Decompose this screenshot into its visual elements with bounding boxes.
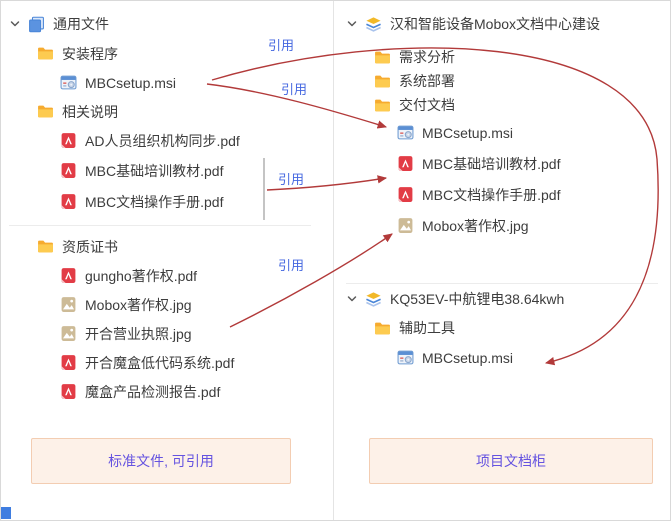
tree-item-label: Mobox著作权.jpg <box>85 296 192 313</box>
tree-root-project[interactable]: 汉和智能设备Mobox文档中心建设 <box>346 9 666 39</box>
chevron-down-icon[interactable] <box>346 293 358 305</box>
tree-item-file[interactable]: Mobox著作权.jpg <box>346 210 666 241</box>
project-docs-panel: 汉和智能设备Mobox文档中心建设 需求分析 系统部署 交付文档 MBCsetu… <box>346 9 666 373</box>
tree-item-label: 开合魔盒低代码系统.pdf <box>85 354 235 371</box>
section-divider <box>9 225 311 226</box>
tree-item-file[interactable]: AD人员组织机构同步.pdf <box>9 126 331 155</box>
pdf-icon <box>397 155 414 172</box>
chevron-down-icon[interactable] <box>9 18 21 30</box>
tree-item-file[interactable]: MBCsetup.msi <box>346 342 666 373</box>
tree-item-label: 安装程序 <box>62 45 118 62</box>
pdf-icon <box>60 162 77 179</box>
tree-item-folder[interactable]: 需求分析 <box>346 45 666 69</box>
reference-annotation: 引用 <box>281 82 308 97</box>
pdf-icon <box>60 267 77 284</box>
tree-item-label: MBC文档操作手册.pdf <box>422 186 561 203</box>
panel-divider <box>333 1 334 520</box>
copy-icon <box>28 16 45 33</box>
tree-item-label: 辅助工具 <box>399 320 455 336</box>
tree-item-file[interactable]: 开合魔盒低代码系统.pdf <box>9 348 331 377</box>
tree-item-file[interactable]: 魔盒产品检测报告.pdf <box>9 377 331 406</box>
tree-item-file[interactable]: MBCsetup.msi <box>346 117 666 148</box>
tree-root-common-files[interactable]: 通用文件 <box>9 9 331 39</box>
msi-icon <box>397 124 414 141</box>
folder-icon <box>37 45 54 62</box>
pdf-icon <box>60 383 77 400</box>
reference-annotation: 引用 <box>268 38 295 53</box>
tree-item-label: 资质证书 <box>62 238 118 255</box>
standard-files-panel: 通用文件 安装程序 MBCsetup.msi 相关说明 AD人员组织机构同步.p… <box>9 9 331 406</box>
layers-icon <box>365 16 382 33</box>
tree-item-label: 系统部署 <box>399 73 455 89</box>
folder-icon <box>374 320 391 337</box>
tree-item-folder[interactable]: 交付文档 <box>346 93 666 117</box>
pdf-icon <box>60 354 77 371</box>
tree-item-file[interactable]: MBCsetup.msi <box>9 68 331 97</box>
tree-item-file[interactable]: MBC基础培训教材.pdf <box>346 148 666 179</box>
tree-item-label: 魔盒产品检测报告.pdf <box>85 383 221 400</box>
pdf-icon <box>397 186 414 203</box>
tree-item-label: MBCsetup.msi <box>85 74 177 91</box>
tree-item-file[interactable]: MBC文档操作手册.pdf <box>9 186 331 217</box>
tree-item-label: 开合营业执照.jpg <box>85 325 192 342</box>
pdf-icon <box>60 193 77 210</box>
tree-item-folder[interactable]: 资质证书 <box>9 232 331 261</box>
folder-icon <box>37 238 54 255</box>
tree-root-label: 通用文件 <box>53 16 109 32</box>
reference-annotation: 引用 <box>278 258 305 273</box>
tree-item-label: MBCsetup.msi <box>422 349 514 366</box>
standard-files-button[interactable]: 标准文件, 可引用 <box>31 438 291 484</box>
msi-icon <box>397 349 414 366</box>
tree-item-label: MBC文档操作手册.pdf <box>85 193 224 210</box>
tree-item-folder[interactable]: 辅助工具 <box>346 314 666 342</box>
pdf-icon <box>60 132 77 149</box>
folder-icon <box>374 97 391 114</box>
project-cabinet-button[interactable]: 项目文档柜 <box>369 438 653 484</box>
tree-root-label: KQ53EV-中航锂电38.64kwh <box>390 291 565 307</box>
tree-item-folder[interactable]: 系统部署 <box>346 69 666 93</box>
jpg-icon <box>397 217 414 234</box>
chevron-down-icon[interactable] <box>346 18 358 30</box>
tree-item-label: MBC基础培训教材.pdf <box>422 155 561 172</box>
tree-root-kq53ev[interactable]: KQ53EV-中航锂电38.64kwh <box>346 284 666 314</box>
tree-item-file[interactable]: MBC基础培训教材.pdf <box>9 155 331 186</box>
tree-item-folder[interactable]: 安装程序 <box>9 39 331 68</box>
tree-item-file[interactable]: MBC文档操作手册.pdf <box>346 179 666 210</box>
tree-item-label: Mobox著作权.jpg <box>422 217 529 234</box>
tree-root-label: 汉和智能设备Mobox文档中心建设 <box>390 16 601 32</box>
tree-item-label: 交付文档 <box>399 97 455 113</box>
selection-handle <box>1 507 11 519</box>
jpg-icon <box>60 325 77 342</box>
tree-item-file[interactable]: 开合营业执照.jpg <box>9 319 331 348</box>
jpg-icon <box>60 296 77 313</box>
tree-item-file[interactable]: gungho著作权.pdf <box>9 261 331 290</box>
tree-item-label: 相关说明 <box>62 103 118 120</box>
tree-item-file[interactable]: Mobox著作权.jpg <box>9 290 331 319</box>
layers-icon <box>365 291 382 308</box>
reference-annotation: 引用 <box>278 172 305 187</box>
tree-item-label: MBCsetup.msi <box>422 124 514 141</box>
folder-icon <box>374 49 391 66</box>
msi-icon <box>60 74 77 91</box>
tree-item-label: MBC基础培训教材.pdf <box>85 162 224 179</box>
tree-item-label: gungho著作权.pdf <box>85 267 198 284</box>
folder-icon <box>37 103 54 120</box>
tree-item-label: 需求分析 <box>399 49 455 65</box>
tree-item-folder[interactable]: 相关说明 <box>9 97 331 126</box>
tree-item-label: AD人员组织机构同步.pdf <box>85 132 240 149</box>
folder-icon <box>374 73 391 90</box>
